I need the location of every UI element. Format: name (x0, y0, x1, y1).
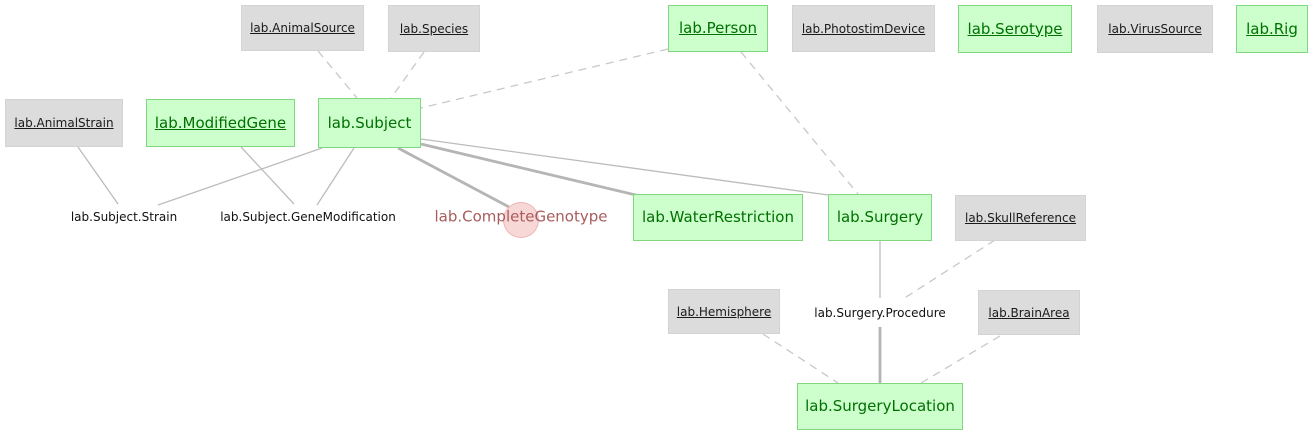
node-lab-water-restriction: lab.WaterRestriction (633, 194, 803, 241)
node-label: lab.PhotostimDevice (801, 21, 926, 36)
node-lab-person: lab.Person (668, 5, 768, 52)
node-label: lab.SurgeryLocation (805, 397, 955, 415)
node-lab-rig: lab.Rig (1236, 5, 1308, 53)
node-lab-hemisphere: lab.Hemisphere (668, 289, 780, 334)
edge-lab-species-to-lab-subject (390, 51, 425, 99)
node-lab-surgery-procedure: lab.Surgery.Procedure (814, 307, 946, 319)
node-label: lab.AnimalSource (250, 21, 355, 35)
node-lab-surgery-location: lab.SurgeryLocation (797, 383, 963, 430)
node-lab-surgery: lab.Surgery (828, 194, 932, 241)
node-label: lab.SkullReference (964, 211, 1077, 225)
edge-lab-person-to-lab-surgery (740, 51, 859, 195)
node-label: lab.Rig (1246, 19, 1298, 38)
node-label: lab.Subject.Strain (70, 210, 178, 224)
node-lab-serotype: lab.Serotype (958, 5, 1072, 53)
edge-lab-modified-gene-to-lab-subject-gene-modification (240, 146, 295, 205)
node-label: lab.VirusSource (1108, 22, 1202, 36)
node-label: lab.Surgery.Procedure (814, 306, 946, 320)
node-label: lab.Subject (327, 113, 412, 132)
edge-lab-subject-to-lab-complete-genotype (397, 146, 510, 209)
node-lab-subject: lab.Subject (318, 98, 421, 148)
node-lab-complete-genotype: lab.CompleteGenotype (434, 207, 608, 226)
edge-lab-subject-to-lab-subject-gene-modification (316, 147, 355, 206)
node-lab-animal-source: lab.AnimalSource (241, 5, 364, 51)
edge-lab-animal-source-to-lab-subject (317, 50, 358, 99)
edge-lab-subject-to-lab-water-restriction (420, 142, 641, 198)
node-lab-subject-gene-modification: lab.Subject.GeneModification (220, 211, 396, 223)
node-label: lab.WaterRestriction (642, 208, 794, 226)
node-lab-subject-strain: lab.Subject.Strain (71, 211, 177, 223)
edge-lab-person-to-lab-subject (420, 48, 669, 109)
node-lab-modified-gene: lab.ModifiedGene (146, 99, 295, 147)
node-label: lab.CompleteGenotype (434, 207, 608, 226)
edge-lab-skull-reference-to-lab-surgery-procedure (902, 239, 996, 300)
node-lab-brain-area: lab.BrainArea (978, 290, 1080, 335)
node-lab-photostim-device: lab.PhotostimDevice (792, 5, 935, 52)
edge-lab-subject-to-lab-surgery (420, 138, 829, 196)
node-label: lab.BrainArea (988, 305, 1070, 320)
node-label: lab.Person (678, 19, 758, 37)
edge-lab-hemisphere-to-lab-surgery-location (762, 333, 839, 384)
node-label: lab.Surgery (836, 208, 924, 226)
edge-lab-animal-strain-to-lab-subject-strain (77, 146, 119, 205)
node-label: lab.Subject.GeneModification (220, 210, 396, 224)
node-label: lab.Species (399, 21, 469, 36)
node-label: lab.ModifiedGene (154, 113, 287, 132)
lab-complete-genotype-circle (503, 202, 539, 238)
node-label: lab.Hemisphere (676, 304, 772, 319)
node-lab-skull-reference: lab.SkullReference (955, 195, 1086, 241)
node-lab-virus-source: lab.VirusSource (1097, 5, 1213, 53)
node-label: lab.AnimalStrain (14, 116, 114, 130)
edge-lab-brain-area-to-lab-surgery-location (920, 335, 1001, 384)
node-lab-species: lab.Species (388, 5, 480, 52)
node-lab-animal-strain: lab.AnimalStrain (5, 99, 123, 147)
node-label: lab.Serotype (967, 19, 1063, 38)
edge-lab-subject-to-lab-subject-strain (157, 147, 323, 206)
